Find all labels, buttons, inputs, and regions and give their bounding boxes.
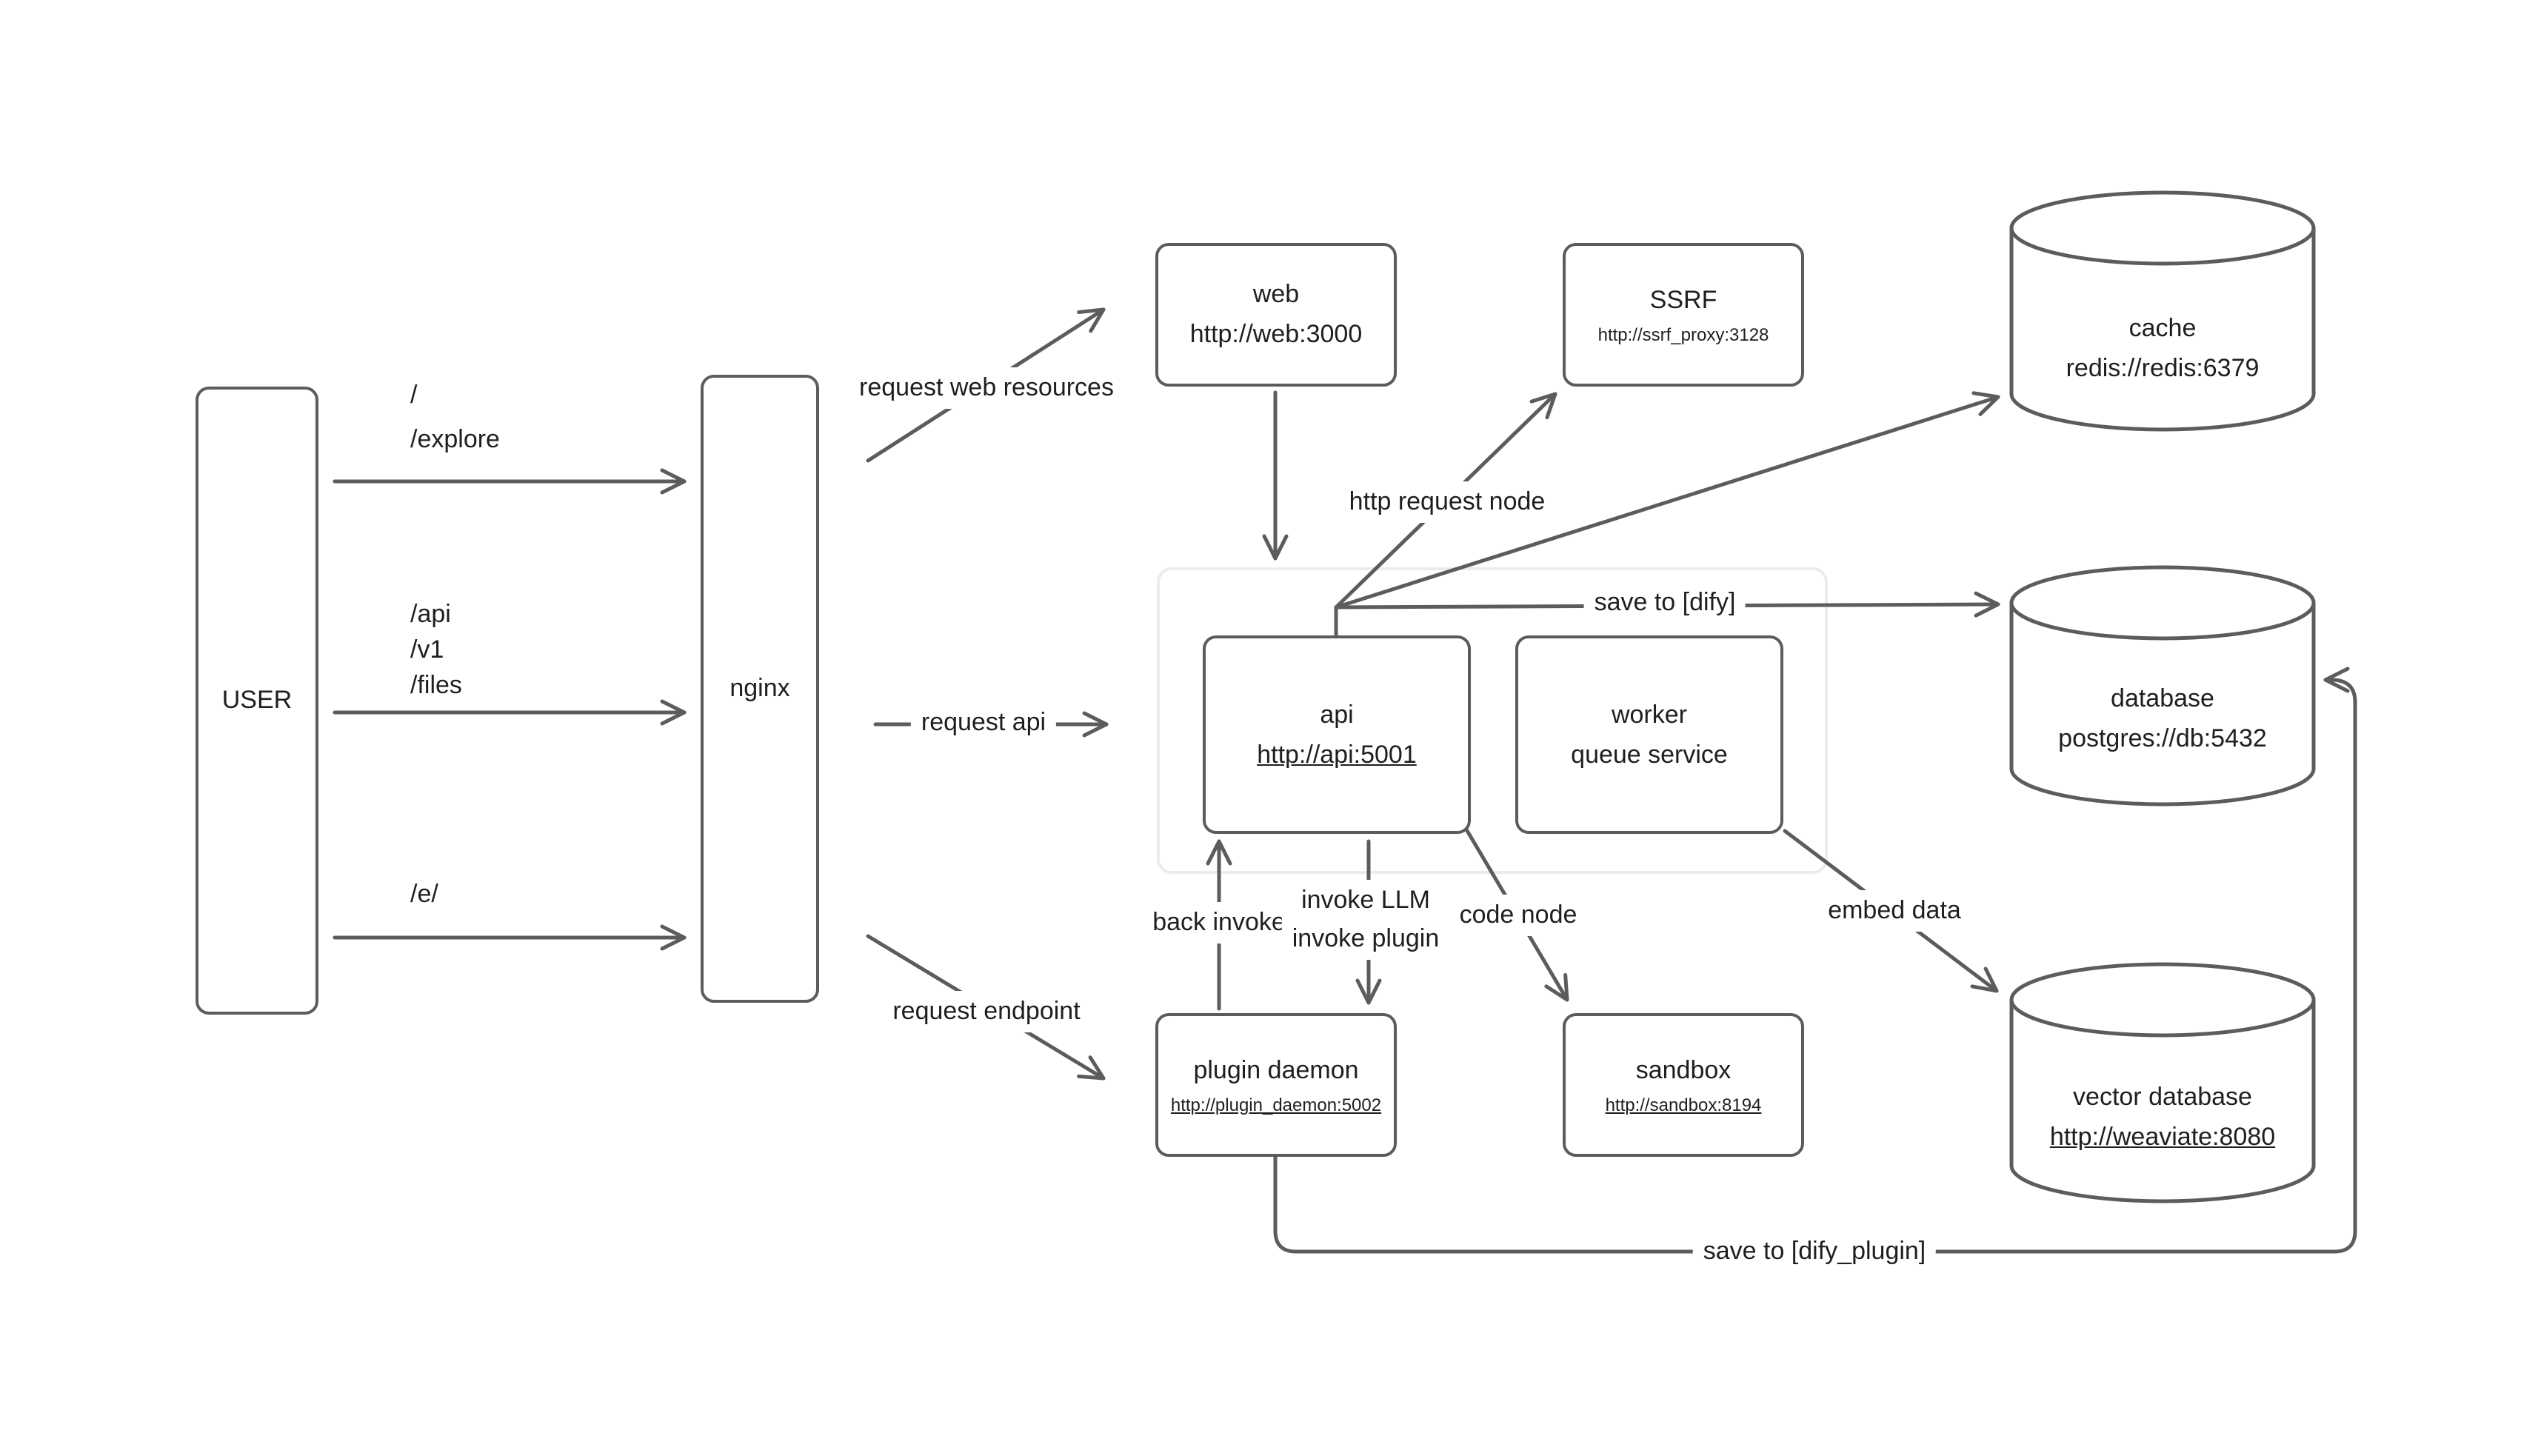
node-sandbox: sandbox http://sandbox:8194 [1563, 1013, 1804, 1157]
node-api-label: api [1320, 700, 1354, 728]
node-cache: cache redis://redis:6379 [2011, 308, 2314, 388]
node-ssrf: SSRF http://ssrf_proxy:3128 [1563, 243, 1804, 387]
edge-label-invoke-llm-plugin: invoke LLM invoke plugin [1281, 880, 1450, 960]
edge-label-request-web-resources: request web resources [849, 367, 1124, 409]
node-database-label: database [2111, 684, 2214, 712]
node-api-url-link[interactable]: http://api:5001 [1257, 740, 1417, 768]
node-vector-database-label: vector database [2073, 1083, 2252, 1111]
route-label-api: /api /v1 /files [410, 600, 462, 699]
node-vector-database-url-link[interactable]: http://weaviate:8080 [2049, 1123, 2276, 1151]
cylinder-cache [2009, 190, 2316, 432]
edge-api-cache [1334, 391, 2000, 610]
node-plugin-daemon-url-link[interactable]: http://plugin_daemon:5002 [1170, 1094, 1382, 1115]
node-database-url: postgres://db:5432 [2058, 724, 2267, 752]
node-plugin-daemon-label: plugin daemon [1193, 1055, 1359, 1083]
cylinder-vector-database [2009, 962, 2316, 1203]
node-web-url: http://web:3000 [1189, 320, 1363, 348]
node-web: web http://web:3000 [1155, 243, 1397, 387]
node-cache-label: cache [2128, 314, 2197, 342]
node-api: api http://api:5001 [1203, 635, 1471, 834]
node-user: USER [196, 387, 318, 1015]
node-sandbox-label: sandbox [1635, 1055, 1732, 1083]
node-cache-url: redis://redis:6379 [2066, 354, 2260, 382]
node-ssrf-url: http://ssrf_proxy:3128 [1597, 324, 1769, 344]
cylinder-database [2009, 565, 2316, 807]
node-database: database postgres://db:5432 [2011, 678, 2314, 758]
edge-label-save-to-dify: save to [dify] [1583, 582, 1746, 624]
route-label-e: /e/ [410, 880, 438, 908]
node-worker-sublabel: queue service [1571, 740, 1728, 768]
edge-label-code-node: code node [1449, 895, 1588, 936]
node-nginx: nginx [701, 375, 819, 1003]
node-web-label: web [1252, 280, 1300, 308]
edge-plugin-daemon-database [1273, 667, 2357, 1254]
node-vector-database: vector database http://weaviate:8080 [2011, 1077, 2314, 1157]
edge-label-save-to-dify-plugin: save to [dify_plugin] [1692, 1231, 1937, 1272]
node-worker-label: worker [1611, 700, 1687, 728]
node-sandbox-url-link[interactable]: http://sandbox:8194 [1605, 1094, 1762, 1115]
node-ssrf-label: SSRF [1649, 285, 1717, 313]
edge-label-request-endpoint: request endpoint [882, 991, 1091, 1032]
node-user-label: USER [221, 686, 293, 714]
node-plugin-daemon: plugin daemon http://plugin_daemon:5002 [1155, 1013, 1397, 1157]
node-worker: worker queue service [1515, 635, 1783, 834]
node-nginx-label: nginx [729, 674, 790, 702]
edge-label-back-invoke: back invoke [1142, 902, 1296, 944]
edge-label-http-request-node: http request node [1338, 481, 1556, 523]
route-label-web: / /explore [410, 381, 500, 453]
edge-label-embed-data: embed data [1817, 890, 1971, 932]
edge-label-request-api: request api [910, 702, 1057, 744]
